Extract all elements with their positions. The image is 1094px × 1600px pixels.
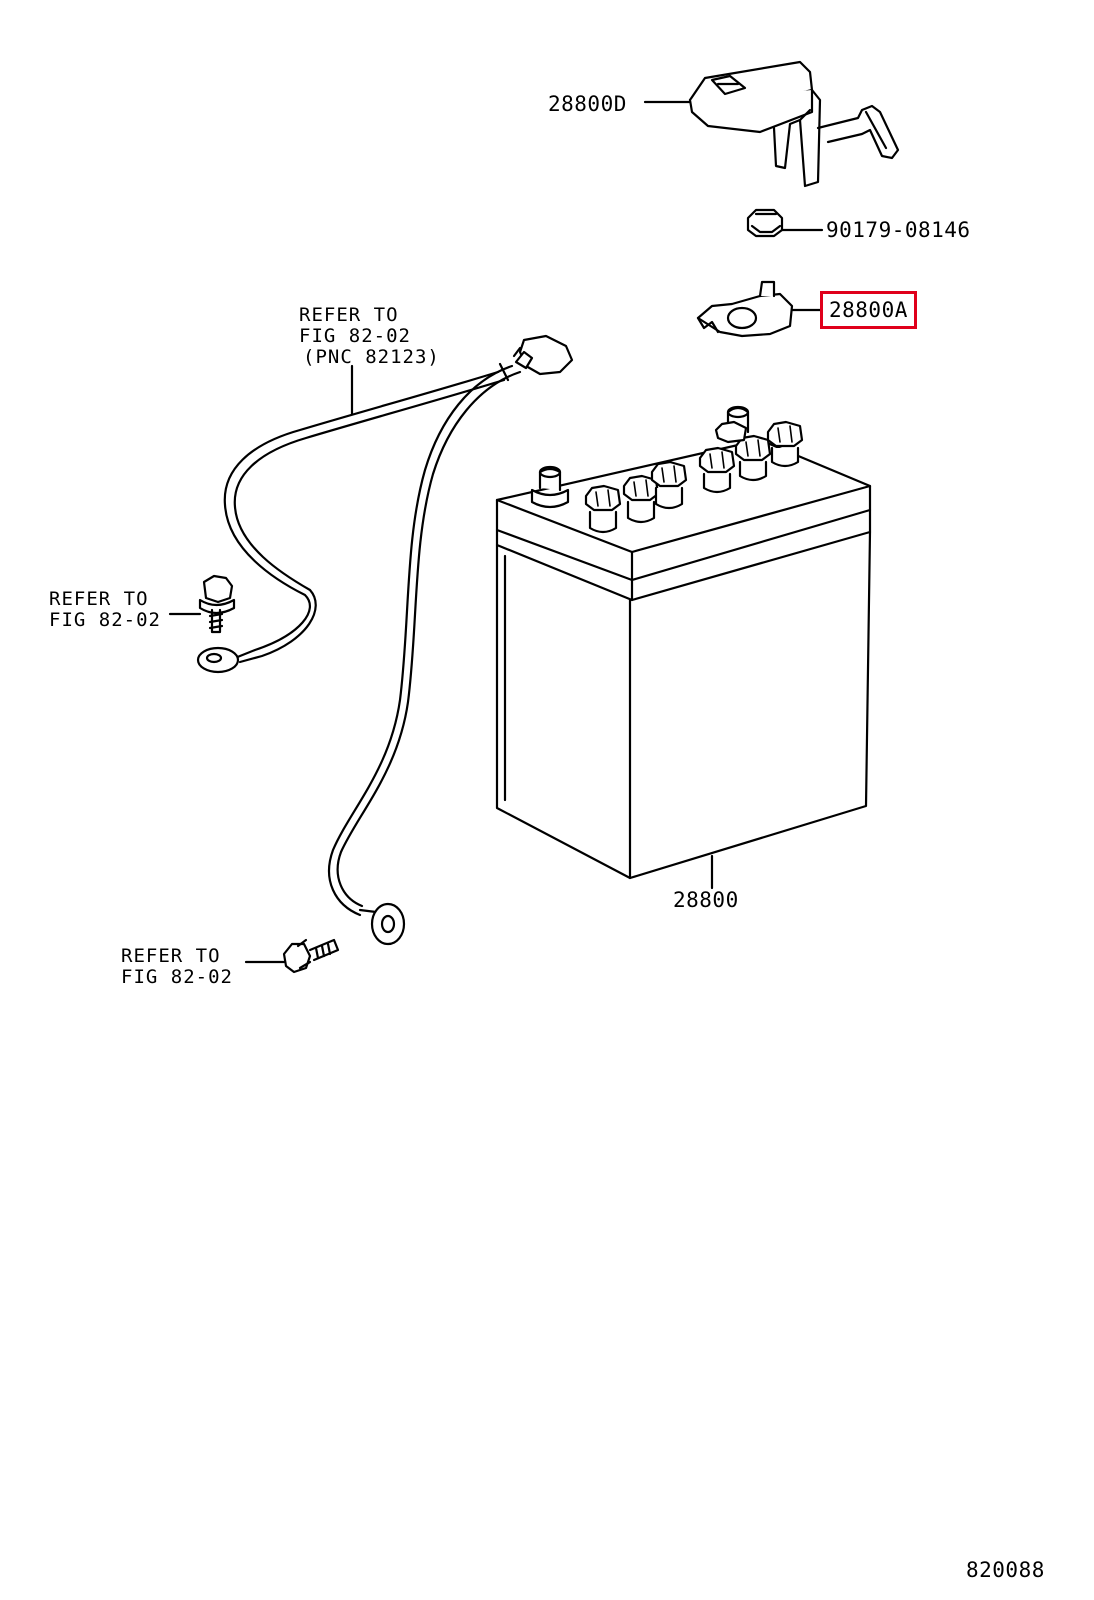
cable-reference-line3: (PNC 82123) <box>303 346 440 368</box>
cable-reference-line2: FIG 82-02 <box>299 325 411 347</box>
nut <box>746 208 824 238</box>
upper-bolt-reference-line1: REFER TO <box>49 588 149 610</box>
battery-cable <box>196 334 574 946</box>
upper-bolt-reference-line2: FIG 82-02 <box>49 609 161 631</box>
battery <box>495 405 872 890</box>
cable-reference-line1: REFER TO <box>299 304 399 326</box>
figure-number: 820088 <box>966 1558 1045 1582</box>
part-label-battery[interactable]: 28800 <box>673 888 739 912</box>
lower-bolt <box>244 938 340 974</box>
battery-cover <box>643 60 900 188</box>
lower-bolt-reference-line1: REFER TO <box>121 945 221 967</box>
lower-bolt-reference-line2: FIG 82-02 <box>121 966 233 988</box>
part-label-terminal-highlighted[interactable]: 28800A <box>820 291 917 329</box>
part-label-nut[interactable]: 90179-08146 <box>826 218 971 242</box>
upper-bolt <box>168 574 236 634</box>
terminal <box>696 280 822 338</box>
part-label-cover[interactable]: 28800D <box>548 92 627 116</box>
